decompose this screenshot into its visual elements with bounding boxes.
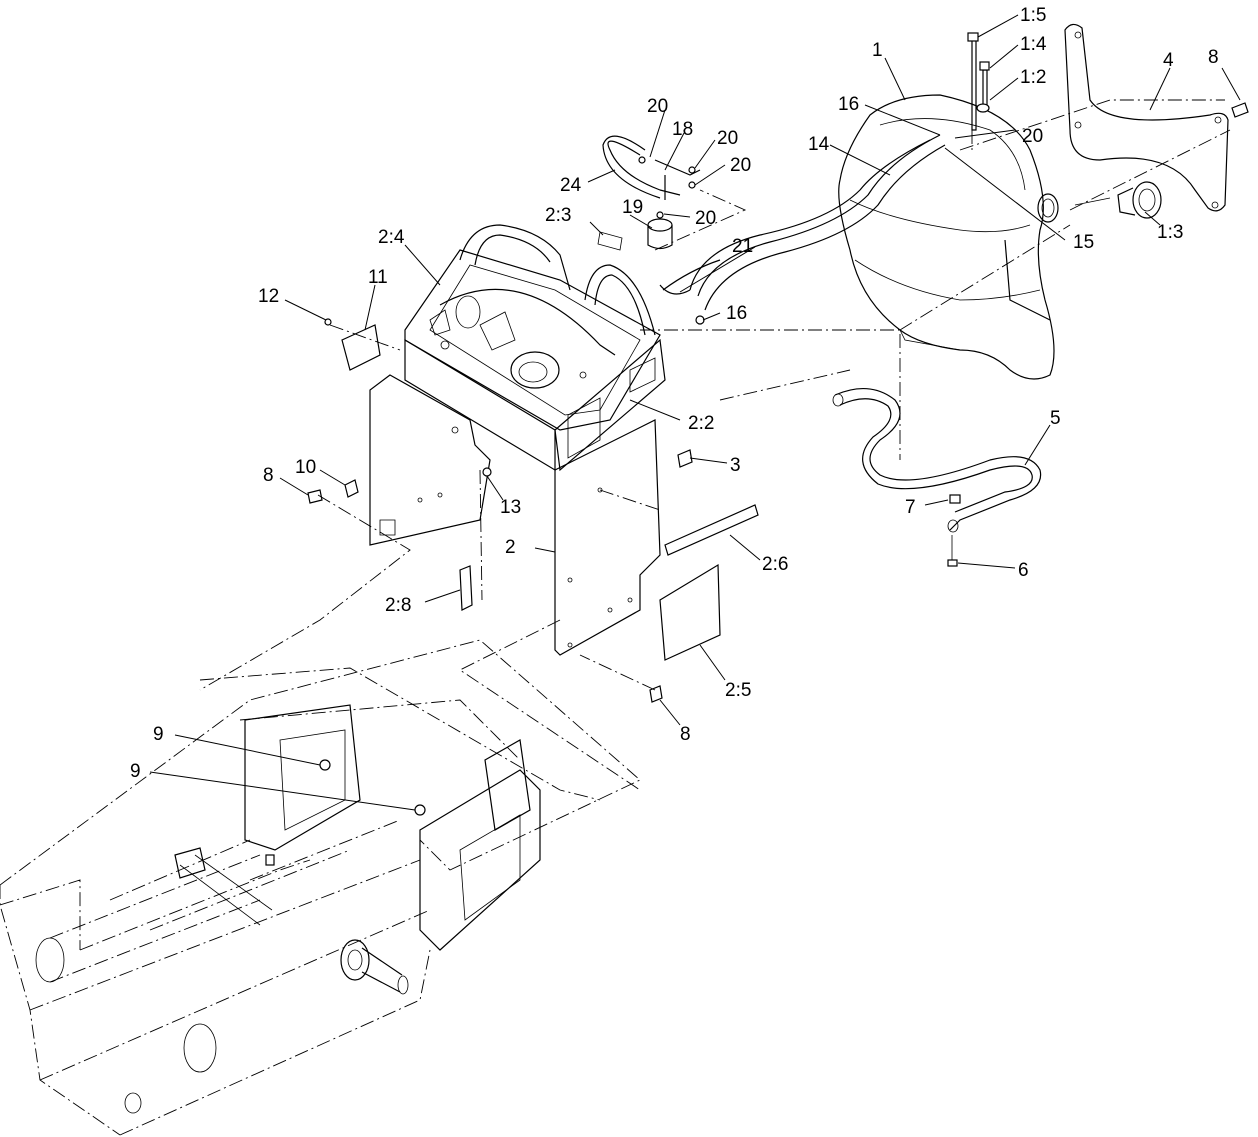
callout-15: 15 (1073, 232, 1094, 253)
callout-labels: 1 1:5 1:4 1:2 1:3 4 8 16 20 14 15 16 21 … (130, 5, 1219, 782)
callout-1-2: 1:2 (1020, 67, 1046, 88)
callout-8-top: 8 (1208, 47, 1219, 68)
callout-11: 11 (368, 267, 388, 288)
callout-2-8: 2:8 (385, 595, 411, 616)
callout-8-left: 8 (263, 465, 274, 486)
callout-1-4: 1:4 (1020, 34, 1047, 55)
callout-20-d: 20 (695, 208, 716, 229)
fuel-tank-assembly (689, 32, 1162, 380)
callout-1-5: 1:5 (1020, 5, 1046, 26)
callout-2-4: 2:4 (378, 227, 405, 248)
callout-2-6: 2:6 (762, 554, 788, 575)
callout-16-bottom: 16 (726, 303, 747, 324)
callout-24: 24 (560, 175, 582, 196)
callout-7: 7 (905, 497, 916, 518)
callout-20-c: 20 (730, 155, 751, 176)
callout-2-3: 2:3 (545, 205, 571, 226)
callout-4: 4 (1163, 50, 1174, 71)
callout-20-tank: 20 (1022, 126, 1043, 147)
callout-20-a: 20 (647, 96, 668, 117)
callout-2-2: 2:2 (688, 413, 714, 434)
small-hardware (307, 318, 759, 703)
mounting-bracket-4 (1064, 23, 1249, 212)
callout-1: 1 (872, 40, 883, 61)
callout-8-bottom: 8 (680, 724, 691, 745)
callout-20-b: 20 (717, 128, 738, 149)
callout-19: 19 (622, 197, 643, 218)
callout-18: 18 (672, 119, 693, 140)
callout-1-3: 1:3 (1157, 222, 1183, 243)
callout-6: 6 (1018, 560, 1029, 581)
console-panel-assembly (369, 224, 666, 656)
callout-13: 13 (500, 497, 521, 518)
callout-14: 14 (808, 134, 830, 155)
alignment-lines (199, 99, 1231, 791)
callout-5: 5 (1050, 408, 1061, 429)
callout-3: 3 (730, 455, 741, 476)
callout-2-5: 2:5 (725, 680, 751, 701)
callout-2: 2 (505, 537, 516, 558)
callout-21: 21 (732, 236, 753, 257)
callout-9-lower: 9 (130, 761, 141, 782)
fuel-filter-assembly (602, 135, 721, 325)
callout-10: 10 (295, 457, 316, 478)
callout-9-upper: 9 (153, 724, 164, 745)
tube-5 (832, 387, 1042, 567)
callout-16-top: 16 (838, 94, 859, 115)
callout-12: 12 (258, 286, 279, 307)
leader-lines (149, 14, 1241, 811)
frame-assembly (0, 639, 641, 1136)
